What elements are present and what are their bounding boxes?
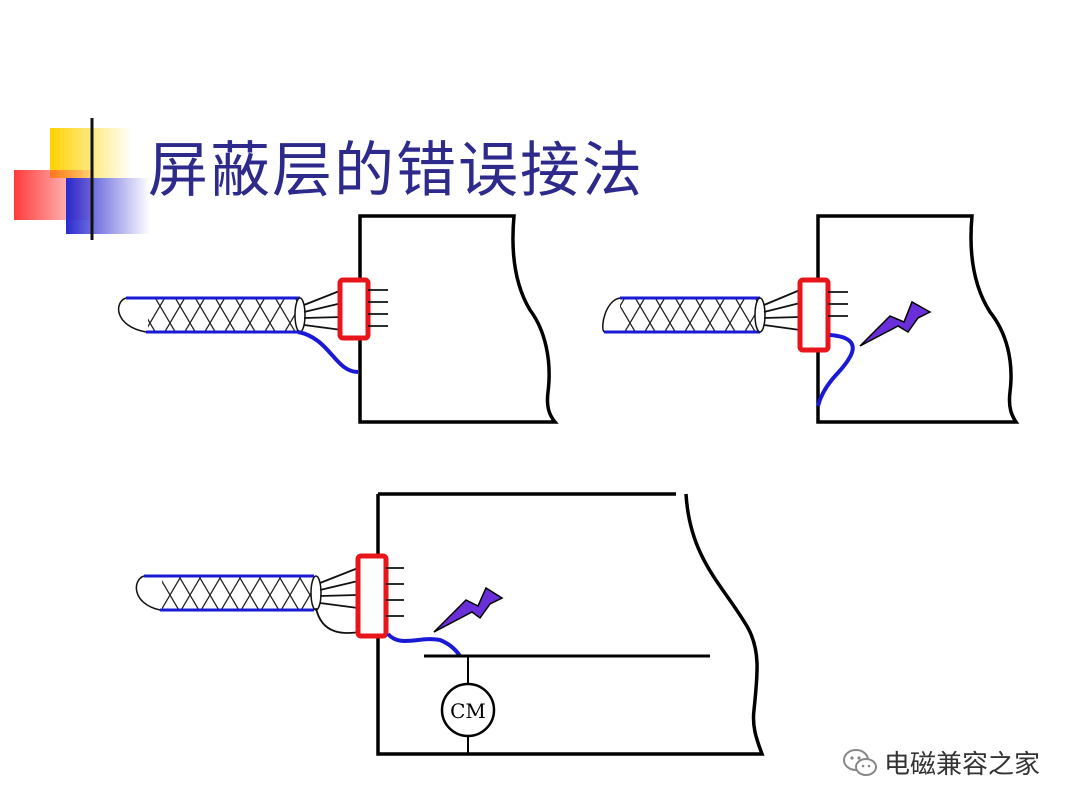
conductor-wires	[319, 567, 359, 609]
enclosure-outline	[358, 214, 559, 424]
watermark-text: 电磁兼容之家	[884, 750, 1041, 780]
shield-pigtail	[816, 333, 855, 407]
cable-end-curl	[602, 297, 621, 333]
connector-pins	[828, 291, 848, 317]
cable-braid-shield	[162, 576, 314, 610]
cable-end-cap	[754, 297, 766, 333]
cable-end-curl	[117, 297, 147, 333]
watermark: 电磁兼容之家	[842, 744, 1040, 781]
wechat-icon	[843, 748, 877, 776]
lightning-icon	[433, 586, 504, 633]
connector-pins	[368, 289, 388, 327]
diagram-wrong-connection-1	[117, 214, 559, 424]
connector	[337, 277, 371, 341]
accent-blue-block	[66, 178, 150, 234]
common-mode-label: CM	[450, 699, 486, 723]
cable-braid-shield	[148, 298, 300, 332]
conductor-wires	[763, 289, 801, 331]
page-title: 屏蔽层的错误接法	[148, 136, 644, 206]
cable-braid-shield	[620, 298, 760, 332]
cable-end-cap	[310, 575, 322, 611]
lightning-icon	[859, 300, 932, 347]
conductor-wires	[303, 289, 343, 331]
shield-pigtail	[297, 330, 359, 374]
cable-end-cap	[294, 297, 306, 333]
title-accent-decoration	[14, 118, 1060, 240]
diagram-wrong-connection-3: CM	[135, 492, 765, 756]
connector-pins	[386, 567, 404, 617]
diagram-wrong-connection-2	[602, 214, 1020, 424]
enclosure-outline	[816, 214, 1020, 424]
cable-end-curl	[135, 575, 161, 611]
pigtail-loop	[315, 607, 361, 634]
enclosure-outline	[376, 492, 765, 756]
connector	[355, 553, 389, 639]
shield-pigtail	[386, 632, 462, 658]
connector	[797, 277, 831, 353]
